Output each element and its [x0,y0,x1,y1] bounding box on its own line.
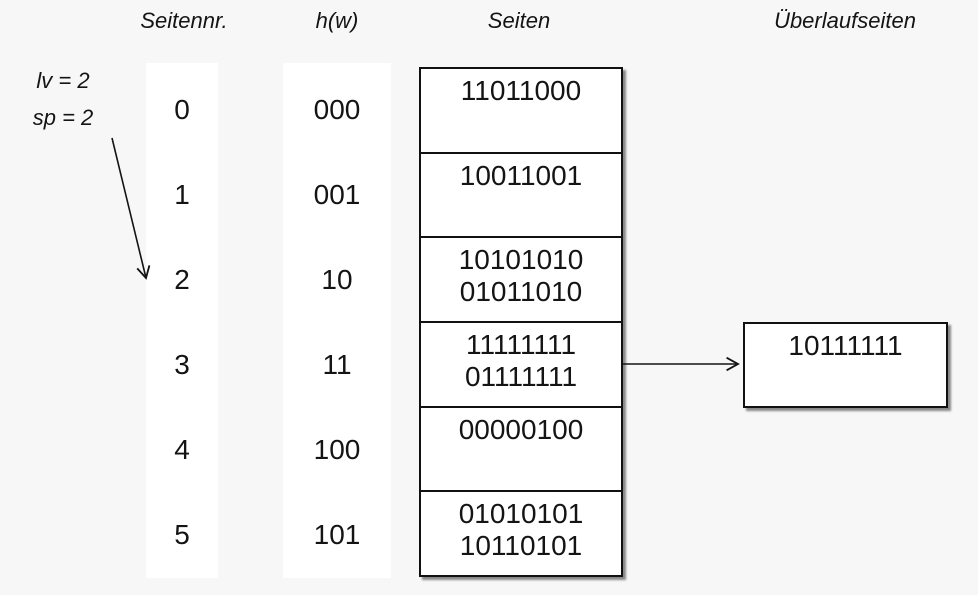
page-entry: 10011001 [459,159,583,191]
hash-value-label: 10 [321,264,353,295]
page-cell-5: 01010101 10110101 [421,492,621,575]
overflow-entry: 10111111 [788,330,903,361]
page-number-label: 2 [174,264,190,295]
page-entry [421,446,621,478]
hash-state-annotation: lv = 2 sp = 2 [18,62,108,136]
hash-value-label: 101 [313,519,361,550]
column-header-hash-function: h(w) [315,8,359,33]
page-cell-4: 00000100 [421,408,621,493]
split-pointer-indicator: sp = 2 [32,105,94,130]
page-entry: 00000100 [458,413,584,445]
overflow-page-box: 10111111 [743,322,948,408]
page-cell-0: 11011000 [421,69,621,154]
page-number-column: 0 1 2 3 4 5 [146,63,218,578]
page-entry: 01111111 [464,361,578,393]
column-header-page-number: Seitennr. [140,8,228,33]
page-entry: 11011000 [460,75,582,106]
hash-value-label: 11 [322,349,352,380]
page-entry: 01011010 [459,276,583,308]
hash-value-label: 100 [313,434,361,465]
page-entry: 01010101 [458,498,584,530]
page-entry: 10101010 [458,244,584,276]
pages-table: 11011000 10011001 10101010 01011010 1111… [419,67,623,577]
page-entry: 10110101 [459,530,583,562]
level-indicator: lv = 2 [36,68,90,93]
page-number-label: 5 [174,519,190,550]
hash-value-column: 000 001 10 11 100 101 [283,63,391,578]
page-cell-1: 10011001 [421,154,621,239]
page-number-label: 4 [174,434,190,465]
column-header-pages: Seiten [487,8,551,33]
hash-value-label: 000 [313,94,361,125]
page-entry: 11111111 [465,329,577,361]
hash-value-label: 001 [313,179,361,210]
page-number-label: 3 [174,349,190,380]
page-entry [421,192,621,224]
page-entry [421,107,621,139]
page-cell-3: 11111111 01111111 [421,323,621,408]
page-number-label: 1 [174,179,190,210]
split-pointer-arrow [111,137,151,280]
page-cell-2: 10101010 01011010 [421,238,621,324]
page-number-label: 0 [174,94,190,125]
column-header-overflow-pages: Überlaufseiten [774,8,916,33]
